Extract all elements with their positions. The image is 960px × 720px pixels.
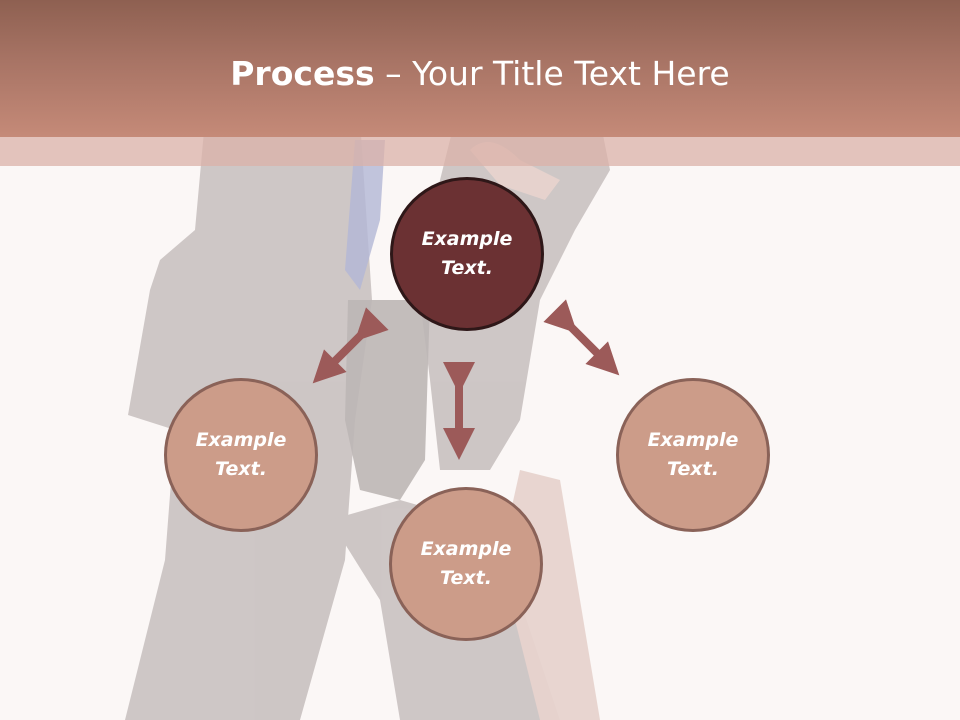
double-headed-arrow-icon — [312, 307, 389, 384]
slide-title: Process – Your Title Text Here — [0, 52, 960, 96]
node-text-line2: Text. — [440, 567, 492, 589]
node-text-line2: Text. — [441, 257, 493, 279]
node-text-line1: Example — [195, 429, 287, 451]
node-text-line1: Example — [420, 538, 512, 560]
title-strip — [0, 137, 960, 166]
node-text-line1: Example — [421, 228, 513, 250]
node-text-line2: Text. — [667, 458, 719, 480]
node-text-line1: Example — [647, 429, 739, 451]
title-band — [0, 0, 960, 137]
process-node-left: Example Text. — [164, 378, 318, 532]
slide-title-bold: Process — [230, 54, 375, 93]
slide-title-rest: – Your Title Text Here — [374, 54, 730, 93]
double-headed-arrow-icon — [543, 299, 620, 376]
process-node-bottom: Example Text. — [389, 487, 543, 641]
process-node-top: Example Text. — [390, 177, 544, 331]
process-node-right: Example Text. — [616, 378, 770, 532]
node-text-line2: Text. — [215, 458, 267, 480]
